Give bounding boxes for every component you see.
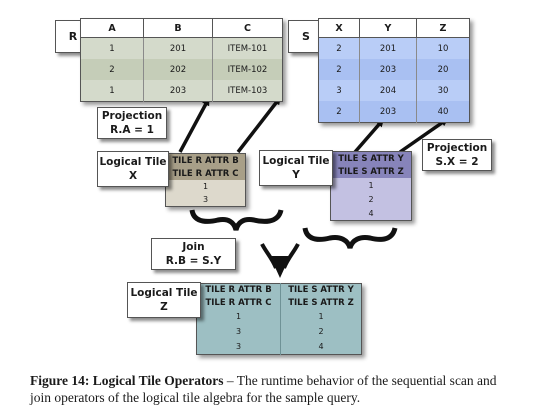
table-cell: 201: [143, 37, 213, 59]
table-cell: ITEM-102: [212, 59, 283, 80]
caption-text: – The runtime behavior of the sequential…: [30, 373, 497, 405]
join-box: Join R.B = S.Y: [151, 238, 236, 270]
logical-tile-z-name: Z: [160, 301, 168, 313]
table-cell: 1: [80, 37, 144, 59]
caption-title: Logical Tile Operators: [92, 373, 224, 388]
table-cell: ITEM-103: [212, 80, 283, 102]
table-cell: 2: [318, 59, 360, 80]
table-cell: 3: [318, 80, 360, 101]
table-row: 2: [330, 192, 412, 206]
logical-tile-z: TILE R ATTR B TILE S ATTR Y TILE R ATTR …: [196, 283, 362, 355]
table-row: 1: [330, 178, 412, 192]
table-r: A B C 1 201 ITEM-101 2 202 ITEM-102 1 20…: [80, 18, 283, 102]
arrow-y-to-s-left: [353, 118, 384, 154]
table-row: 1: [165, 180, 246, 193]
table-cell: 2: [80, 59, 144, 80]
table-s-name: S: [302, 29, 310, 43]
table-cell: 203: [143, 80, 213, 102]
projection-s-title: Projection: [426, 142, 488, 154]
brace-under-y: [302, 227, 398, 249]
table-cell: 3: [196, 339, 281, 355]
table-s-header-z: Z: [416, 18, 470, 38]
table-row: 1 201 ITEM-101: [80, 37, 283, 59]
table-row: 3 204 30: [318, 80, 470, 101]
table-cell: 2: [318, 101, 360, 123]
caption-figure-number: Figure 14:: [30, 373, 90, 388]
table-s: X Y Z 2 201 10 2 203 20 3 204 30 2 203 4…: [318, 18, 470, 123]
logical-tile-x: TILE R ATTR B TILE R ATTR C 1 3: [165, 153, 246, 207]
table-cell: 4: [330, 206, 412, 221]
table-cell: 1: [330, 178, 412, 192]
table-cell: 2: [280, 324, 362, 339]
logical-tile-x-label: Logical Tile X: [97, 151, 169, 187]
table-cell: 30: [416, 80, 470, 101]
table-row: 1 203 ITEM-103: [80, 80, 283, 102]
table-cell: 3: [165, 193, 246, 207]
join-arrowhead: [270, 256, 290, 278]
table-row: 2 203 20: [318, 59, 470, 80]
arrow-x-to-r-right: [236, 96, 281, 154]
projection-r-title: Projection: [101, 110, 163, 122]
tile-y-header-z: TILE S ATTR Z: [330, 165, 412, 178]
tile-y-header-y: TILE S ATTR Y: [330, 151, 412, 165]
tile-z-header-r-b: TILE R ATTR B: [196, 283, 281, 297]
arrow-y-to-s-right: [399, 118, 449, 154]
table-r-header-a: A: [80, 18, 144, 38]
table-r-name: R: [68, 29, 78, 43]
arrow-x-to-r-left: [178, 97, 210, 153]
table-row: 3 2: [196, 324, 362, 339]
table-s-header-y: Y: [359, 18, 417, 38]
table-cell: 3: [196, 324, 281, 339]
table-row: 3 4: [196, 339, 362, 355]
table-cell: ITEM-101: [212, 37, 283, 59]
projection-s-box: Projection S.X = 2: [422, 139, 492, 171]
table-cell: 203: [359, 59, 417, 80]
brace-under-x: [189, 209, 284, 231]
logical-tile-y-label: Logical Tile Y: [259, 150, 333, 186]
tile-x-header-b: TILE R ATTR B: [165, 153, 246, 167]
table-cell: 2: [330, 192, 412, 206]
table-cell: 202: [143, 59, 213, 80]
table-cell: 1: [280, 309, 362, 324]
tile-z-header-s-z: TILE S ATTR Z: [280, 296, 362, 309]
table-cell: 201: [359, 37, 417, 59]
table-cell: 4: [280, 339, 362, 355]
logical-tile-z-label: Logical Tile Z: [127, 282, 201, 318]
logical-tile-y-title: Logical Tile: [262, 155, 330, 167]
logical-tile-y-name: Y: [292, 169, 300, 181]
table-row: 2 203 40: [318, 101, 470, 123]
table-cell: 1: [196, 309, 281, 324]
logical-tile-y: TILE S ATTR Y TILE S ATTR Z 1 2 4: [330, 151, 412, 221]
table-row: 2 201 10: [318, 37, 470, 59]
table-cell: 1: [80, 80, 144, 102]
table-row: 1 1: [196, 309, 362, 324]
tile-z-header-s-y: TILE S ATTR Y: [280, 283, 362, 297]
table-r-header-c: C: [212, 18, 283, 38]
logical-tile-x-name: X: [128, 170, 138, 182]
tile-x-header-c: TILE R ATTR C: [165, 167, 246, 180]
table-cell: 40: [416, 101, 470, 123]
figure-caption: Figure 14: Logical Tile Operators – The …: [30, 372, 520, 406]
join-predicate: R.B = S.Y: [165, 255, 222, 267]
logical-tile-x-title: Logical Tile: [99, 156, 167, 168]
join-title: Join: [182, 241, 205, 253]
table-cell: 203: [359, 101, 417, 123]
table-cell: 20: [416, 59, 470, 80]
table-cell: 204: [359, 80, 417, 101]
table-s-header-x: X: [318, 18, 360, 38]
projection-r-box: Projection R.A = 1: [97, 107, 167, 139]
logical-tile-z-title: Logical Tile: [130, 287, 198, 299]
table-r-header-b: B: [143, 18, 213, 38]
table-cell: 2: [318, 37, 360, 59]
tile-z-header-r-c: TILE R ATTR C: [196, 296, 281, 309]
table-cell: 10: [416, 37, 470, 59]
table-row: 3: [165, 193, 246, 207]
table-cell: 1: [165, 180, 246, 193]
table-row: 4: [330, 206, 412, 221]
projection-r-predicate: R.A = 1: [110, 124, 154, 136]
table-row: 2 202 ITEM-102: [80, 59, 283, 80]
projection-s-predicate: S.X = 2: [435, 156, 479, 168]
